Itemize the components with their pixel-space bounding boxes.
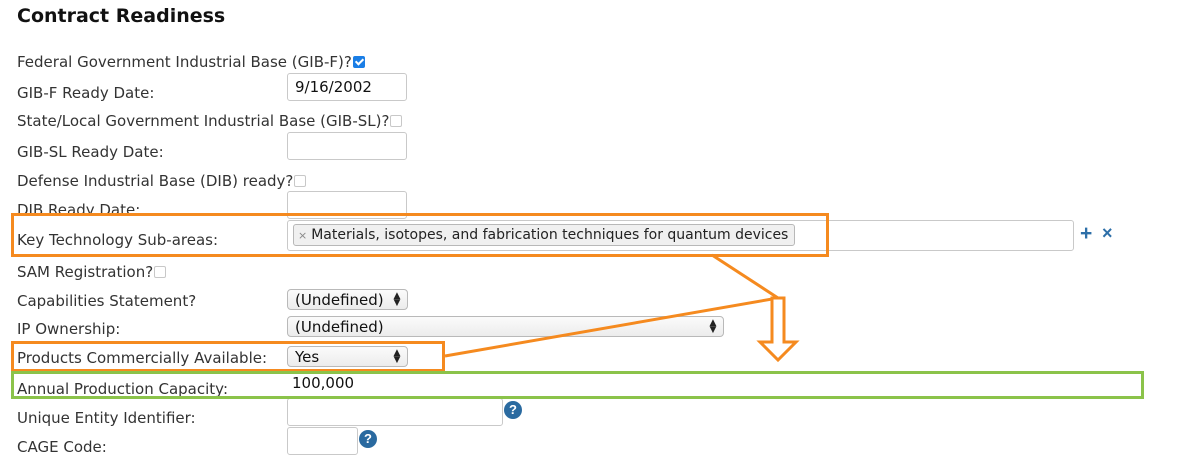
gibf-label: Federal Government Industrial Base (GIB-… — [17, 53, 352, 71]
select-arrows-icon: ▲▼ — [709, 318, 717, 335]
dib-row: Defense Industrial Base (DIB) ready? — [17, 172, 307, 190]
pca-value: Yes — [295, 348, 320, 366]
kts-tag-label: Materials, isotopes, and fabrication tec… — [311, 227, 789, 243]
apc-label: Annual Production Capacity: — [17, 380, 228, 398]
dib-date-label: DIB Ready Date: — [17, 201, 141, 215]
gibf-row: Federal Government Industrial Base (GIB-… — [17, 53, 365, 71]
pca-select[interactable]: Yes ▲▼ — [287, 346, 408, 367]
pca-label: Products Commercially Available: — [17, 349, 268, 367]
ip-select[interactable]: (Undefined) ▲▼ — [287, 316, 724, 337]
apc-input[interactable]: 100,000 — [287, 372, 1137, 397]
tag-remove-icon[interactable]: × — [298, 229, 308, 242]
dib-checkbox[interactable] — [294, 174, 307, 187]
help-icon[interactable]: ? — [359, 430, 377, 448]
sam-label: SAM Registration? — [17, 263, 154, 281]
sam-checkbox[interactable] — [154, 265, 167, 278]
gibsl-date-input[interactable] — [287, 132, 407, 160]
help-icon[interactable]: ? — [504, 401, 522, 419]
kts-label: Key Technology Sub-areas: — [17, 231, 219, 249]
sam-row: SAM Registration? — [17, 263, 167, 281]
cap-label: Capabilities Statement? — [17, 292, 197, 310]
apc-highlight-box — [11, 371, 1144, 399]
cage-label: CAGE Code: — [17, 438, 107, 456]
pca-highlight-box — [11, 341, 445, 372]
select-arrows-icon: ▲▼ — [393, 348, 401, 365]
dib-label: Defense Industrial Base (DIB) ready? — [17, 172, 294, 190]
cap-value: (Undefined) — [295, 291, 384, 309]
uei-input[interactable] — [287, 398, 503, 426]
select-arrows-icon: ▲▼ — [393, 291, 401, 308]
gibf-checkbox[interactable] — [352, 55, 365, 68]
ip-value: (Undefined) — [295, 318, 384, 336]
connector-line-top — [711, 253, 779, 300]
gibsl-row: State/Local Government Industrial Base (… — [17, 112, 403, 130]
cage-input[interactable] — [287, 427, 358, 455]
section-title: Contract Readiness — [17, 5, 226, 27]
uei-label: Unique Entity Identifier: — [17, 409, 196, 427]
gibsl-date-label: GIB-SL Ready Date: — [17, 143, 164, 161]
add-icon[interactable]: + — [1080, 222, 1093, 245]
gibsl-label: State/Local Government Industrial Base (… — [17, 112, 390, 130]
cap-select[interactable]: (Undefined) ▲▼ — [287, 289, 408, 310]
clear-icon[interactable]: × — [1102, 223, 1113, 243]
kts-highlight-box — [11, 213, 829, 257]
kts-tag: ×Materials, isotopes, and fabrication te… — [293, 224, 796, 246]
ip-label: IP Ownership: — [17, 320, 121, 338]
down-arrow-icon — [756, 296, 800, 363]
gibf-date-input[interactable]: 9/16/2002 — [287, 73, 407, 101]
gibsl-checkbox[interactable] — [390, 114, 403, 127]
gibf-date-label: GIB-F Ready Date: — [17, 84, 155, 102]
